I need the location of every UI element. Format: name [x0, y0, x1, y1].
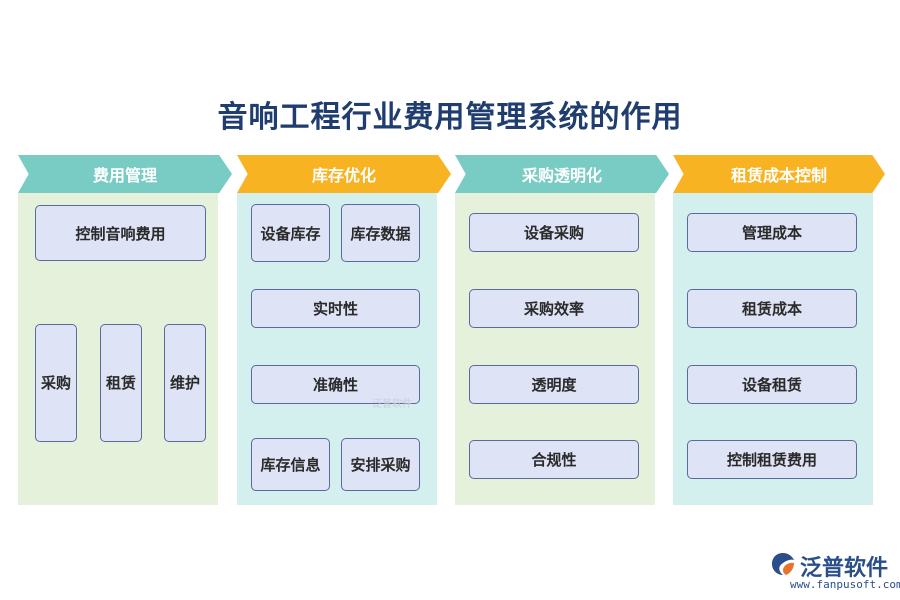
- box-inventory-info: 库存信息: [251, 438, 330, 491]
- fanpu-logo: 泛普软件: [770, 550, 888, 582]
- box-purchase-efficiency: 采购效率: [469, 289, 639, 328]
- diagram-title: 音响工程行业费用管理系统的作用: [217, 100, 683, 135]
- box-purchase: 采购: [35, 324, 77, 442]
- box-transparency: 透明度: [469, 365, 639, 404]
- fanpu-logo-icon: [770, 551, 796, 581]
- watermark: 泛普软件: [372, 399, 412, 410]
- box-inventory-data: 库存数据: [341, 204, 420, 262]
- column-header-procurement: 采购透明化: [455, 155, 669, 193]
- box-equipment-purchase: 设备采购: [469, 213, 639, 252]
- box-compliance: 合规性: [469, 440, 639, 479]
- box-equipment-inventory: 设备库存: [251, 204, 330, 262]
- logo-url: www.fanpusoft.com: [790, 578, 900, 591]
- box-arrange-purchase: 安排采购: [341, 438, 420, 491]
- box-control-audio-cost: 控制音响费用: [35, 205, 206, 261]
- box-real-time: 实时性: [251, 289, 420, 328]
- box-accuracy: 准确性: [251, 365, 420, 404]
- column-header-rental-cost: 租赁成本控制: [673, 155, 885, 193]
- column-header-inventory: 库存优化: [237, 155, 451, 193]
- box-management-cost: 管理成本: [687, 213, 857, 252]
- box-equipment-rental: 设备租赁: [687, 365, 857, 404]
- column-header-cost-management: 费用管理: [18, 155, 232, 193]
- box-rental: 租赁: [100, 324, 142, 442]
- box-control-rental-fee: 控制租赁费用: [687, 440, 857, 479]
- box-rental-cost: 租赁成本: [687, 289, 857, 328]
- box-maintenance: 维护: [164, 324, 206, 442]
- logo-name: 泛普软件: [800, 556, 889, 581]
